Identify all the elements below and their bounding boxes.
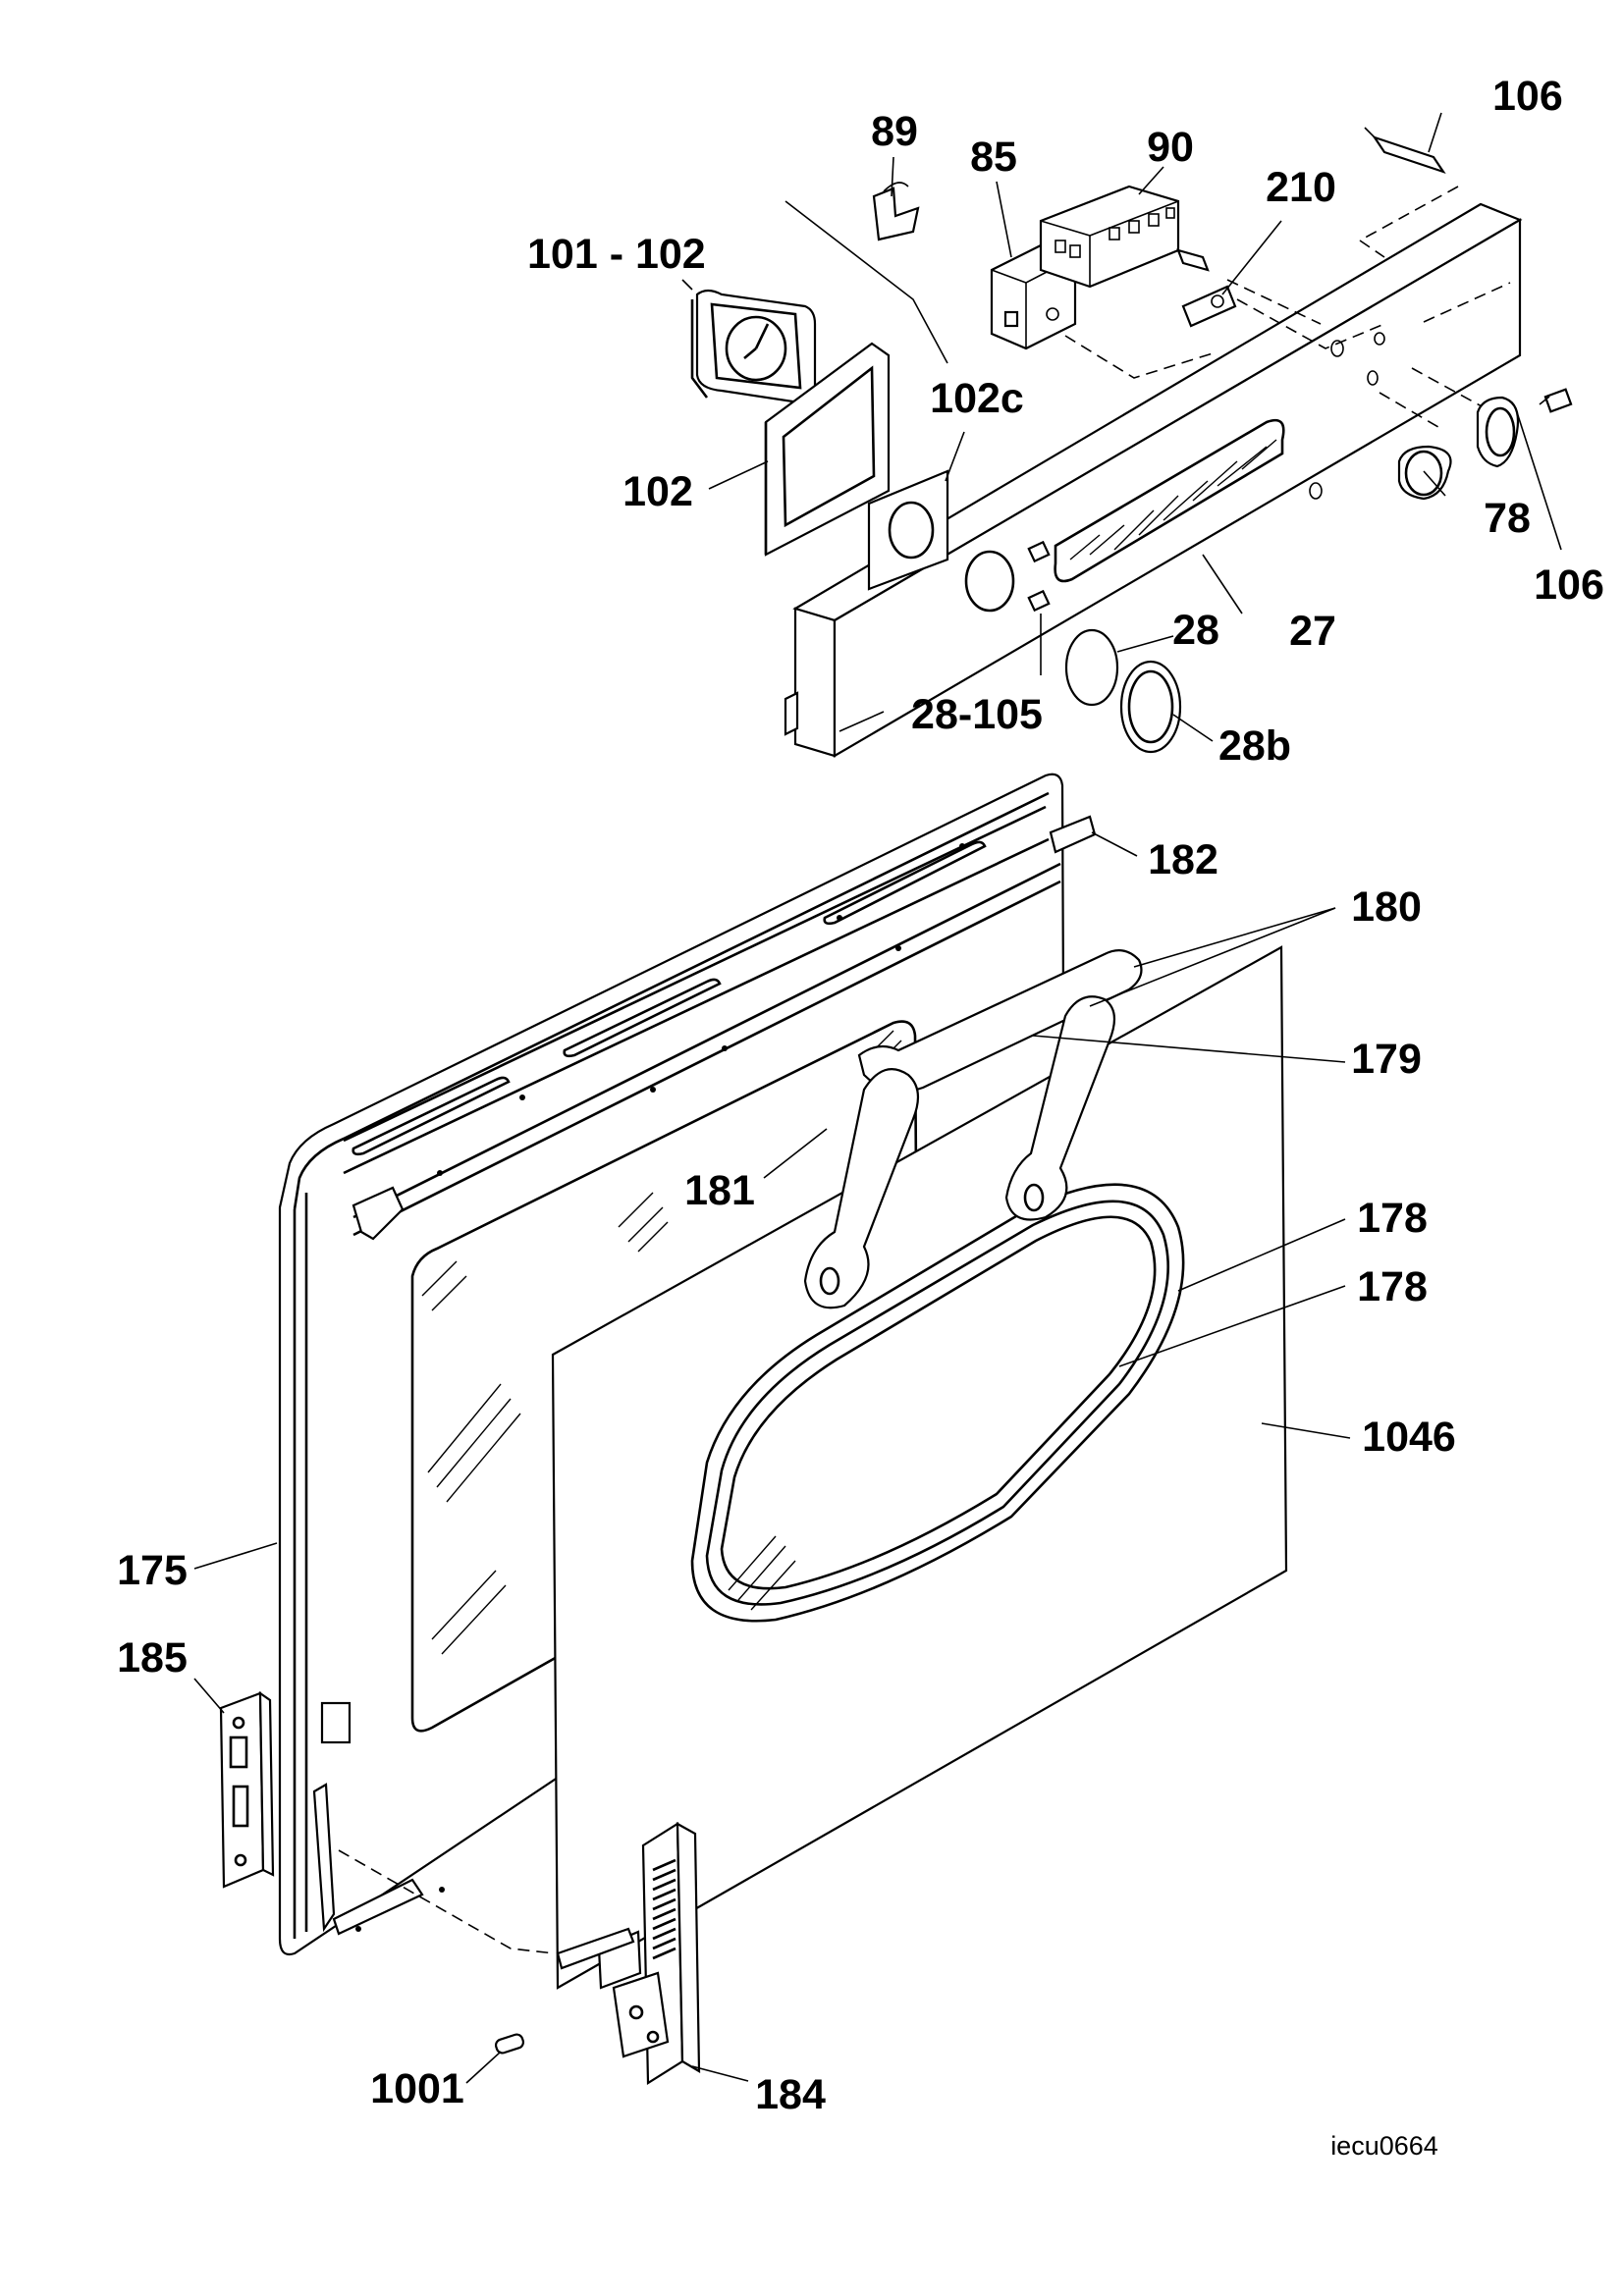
exploded-lines-top: [784, 186, 1511, 431]
leader-lines: [193, 112, 1562, 2084]
label-182: 182: [1148, 836, 1218, 883]
label-184: 184: [755, 2071, 826, 2118]
label-1046: 1046: [1362, 1414, 1456, 1461]
screw-106-top: [1364, 127, 1446, 175]
label-89: 89: [871, 108, 918, 155]
label-102c: 102c: [930, 375, 1024, 422]
hinge-catch-185: [219, 1690, 275, 1889]
ring-28b: [1119, 660, 1182, 754]
bracket-210: [1181, 285, 1237, 328]
label-27: 27: [1289, 608, 1336, 655]
pin-1001: [494, 2033, 525, 2055]
frame-102: [764, 342, 891, 557]
label-180: 180: [1351, 883, 1422, 931]
label-85: 85: [970, 133, 1017, 181]
glass-reflection: [421, 1030, 902, 1655]
label-78: 78: [1484, 495, 1531, 542]
label-175: 175: [117, 1547, 188, 1594]
outer-glass-1046: [551, 945, 1288, 1990]
label-181: 181: [684, 1167, 755, 1214]
label-28b: 28b: [1218, 722, 1291, 770]
slot-window-shading: [1069, 439, 1277, 561]
label-28-105: 28-105: [911, 691, 1043, 738]
label-90: 90: [1147, 124, 1194, 171]
screw-106-right: [1539, 388, 1573, 413]
label-106-right: 106: [1534, 561, 1604, 609]
lens-28: [1064, 628, 1119, 707]
label-101-102: 101 - 102: [527, 231, 706, 278]
screw-28-105: [1027, 540, 1051, 613]
control-panel-27: [784, 202, 1523, 758]
label-1001: 1001: [370, 2065, 464, 2112]
handle-180-181: [803, 949, 1143, 1309]
selector-switch-90: [1039, 185, 1210, 289]
label-28: 28: [1172, 607, 1219, 654]
diagram-code: iecu0664: [1330, 2131, 1438, 2161]
label-185: 185: [117, 1634, 188, 1682]
timer-101-102: [690, 289, 817, 404]
wire-clip-89: [872, 182, 920, 241]
part-labels: 106 89 85 90 210 101 - 102 102c 102 78 1…: [117, 73, 1604, 2161]
hinge-184: [556, 1822, 701, 2085]
window-shading: [728, 1535, 796, 1611]
label-178-outer: 178: [1357, 1195, 1428, 1242]
label-178-inner: 178: [1357, 1263, 1428, 1310]
hinge-spring: [652, 1858, 676, 1960]
label-210: 210: [1266, 164, 1336, 211]
vent-slots: [352, 840, 987, 1156]
label-106-top: 106: [1492, 73, 1563, 120]
gasket-102c: [867, 469, 949, 591]
label-102: 102: [622, 468, 693, 515]
label-179: 179: [1351, 1036, 1422, 1083]
